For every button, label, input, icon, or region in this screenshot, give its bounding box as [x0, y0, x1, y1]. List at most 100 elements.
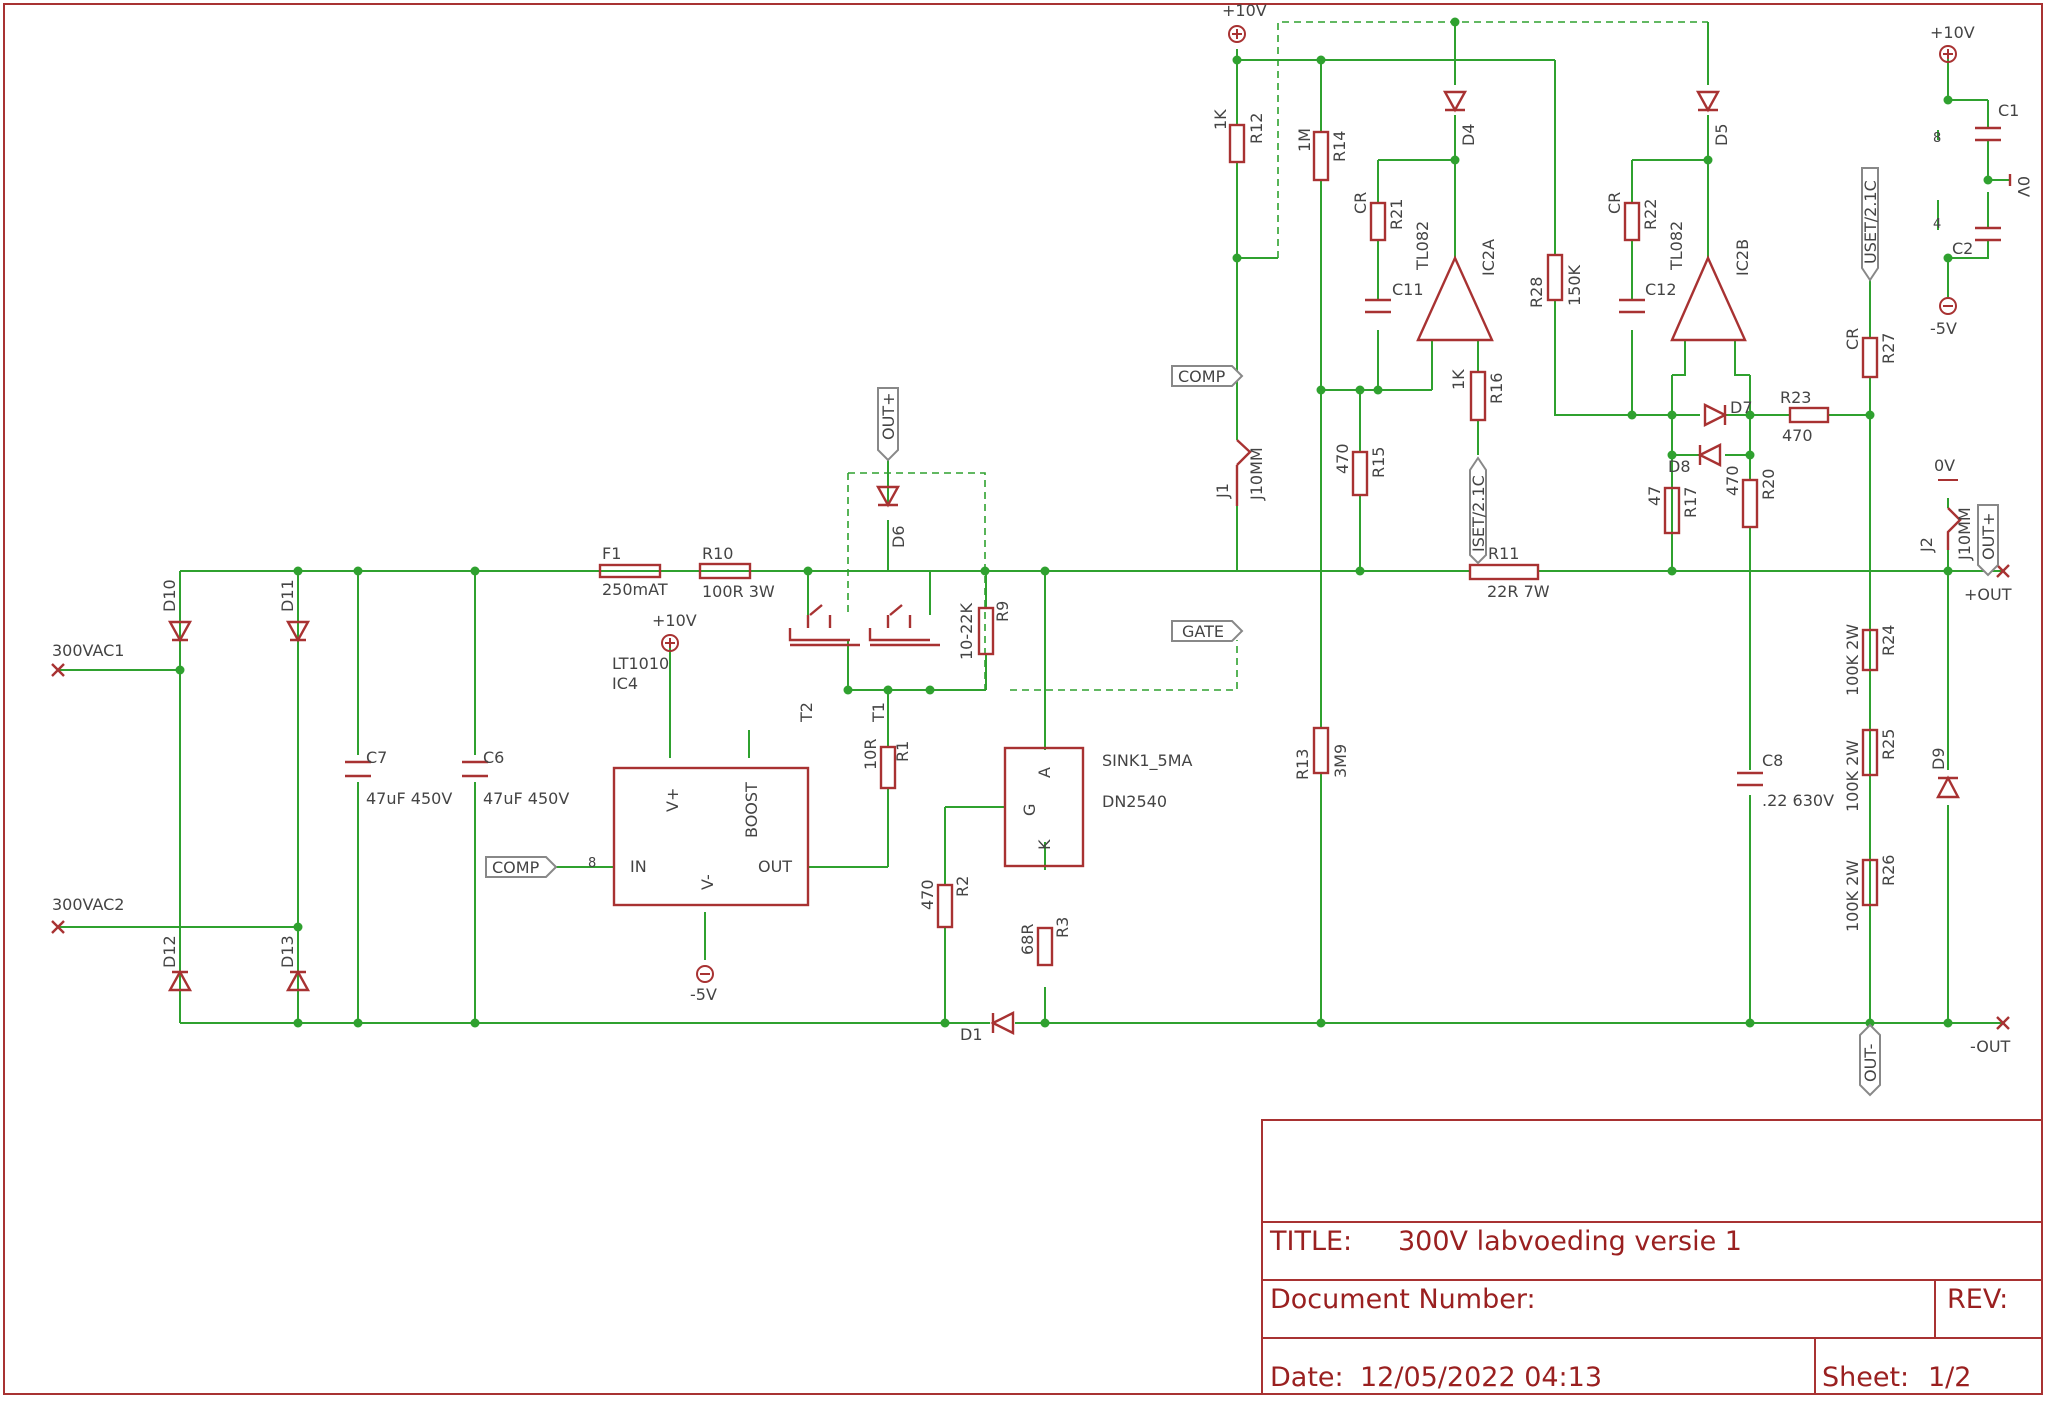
minus5v-right-icon: [1939, 297, 1957, 315]
sheet-value: 1/2: [1928, 1362, 1971, 1393]
label-r21: R21: [1387, 199, 1406, 230]
minus5v-ic4-icon: [696, 965, 714, 983]
label-j1: J1: [1213, 483, 1232, 499]
label-c7-value: 47uF 450V: [366, 789, 452, 808]
label-ic2a: IC2A: [1479, 239, 1498, 276]
label-r20: R20: [1759, 469, 1778, 500]
label-t1: T1: [869, 702, 888, 723]
label-dn2540: DN2540: [1102, 792, 1167, 811]
ic4-box: [612, 766, 810, 907]
label-f1-value: 250mAT: [602, 580, 668, 599]
label-plus10v-right: +10V: [1930, 23, 1975, 42]
label-c7: C7: [366, 748, 387, 767]
label-r23: R23: [1780, 388, 1811, 407]
label-minus-out: -OUT: [1970, 1037, 2011, 1056]
label-d9: D9: [1929, 748, 1948, 771]
flag-out-plus-top: OUT+: [879, 393, 898, 440]
label-in: IN: [630, 857, 647, 876]
label-plus10v-ic4: +10V: [652, 611, 697, 630]
label-r13: R13: [1293, 749, 1312, 780]
label-r28-value: 150K: [1565, 264, 1584, 306]
label-t2: T2: [797, 702, 816, 723]
label-d8: D8: [1668, 457, 1691, 476]
label-d13: D13: [278, 935, 297, 968]
label-minus5v-ic4: -5V: [690, 985, 717, 1004]
label-r28: R28: [1527, 277, 1546, 308]
label-plus-out: +OUT: [1964, 585, 2012, 604]
label-r22-value: CR: [1605, 192, 1624, 214]
document-number-label: Document Number:: [1270, 1284, 1536, 1315]
d13-diode-icon: [285, 969, 311, 992]
label-r26: R26: [1879, 855, 1898, 886]
label-supply-pin4: 4: [1933, 217, 1941, 232]
label-ic2b: IC2B: [1733, 239, 1752, 276]
label-r24-value: 100K 2W: [1843, 624, 1862, 696]
label-r17: R17: [1681, 487, 1700, 518]
label-c2: C2: [1952, 239, 1973, 258]
plus10v-right-icon: [1939, 45, 1957, 63]
label-ic4-pin8: 8: [588, 856, 596, 871]
components: [51, 90, 2012, 1035]
label-c8: C8: [1762, 751, 1783, 770]
label-r10-value: 100R 3W: [702, 582, 775, 601]
flag-comp-mid: COMP: [1178, 367, 1226, 386]
label-c8-value: .22 630V: [1762, 791, 1834, 810]
label-c12: C12: [1645, 280, 1677, 299]
label-r15-value: 470: [1333, 443, 1352, 474]
flag-comp-left: COMP: [492, 858, 540, 877]
label-r2-value: 470: [918, 879, 937, 910]
label-c6: C6: [483, 748, 504, 767]
label-vminus: V-: [698, 874, 717, 890]
label-r9: R9: [993, 601, 1012, 622]
label-plus10v-top: +10V: [1222, 1, 1267, 20]
date-value: 12/05/2022 04:13: [1360, 1362, 1602, 1393]
flag-gate: GATE: [1182, 622, 1224, 641]
label-d12: D12: [160, 935, 179, 968]
label-tl082a: TL082: [1413, 221, 1432, 271]
label-d1: D1: [960, 1025, 983, 1044]
label-r14-value: 1M: [1295, 128, 1314, 152]
label-r1-value: 10R: [861, 739, 880, 770]
ic2b-opamp-icon: [1670, 255, 1747, 342]
label-j1-value: J10MM: [1247, 447, 1266, 501]
label-j2: J2: [1917, 537, 1936, 553]
net-flags: [485, 167, 1999, 1097]
label-pin-g: G: [1020, 804, 1039, 816]
flag-out-plus-right: OUT+: [1979, 513, 1998, 560]
label-pin-a: A: [1035, 767, 1054, 778]
label-r26-value: 100K 2W: [1843, 860, 1862, 932]
label-r12: R12: [1247, 113, 1266, 144]
sheet-frame: [3, 3, 2043, 1395]
label-r3-value: 68R: [1018, 924, 1037, 955]
junctions: [175, 17, 1993, 1028]
sheet-label: Sheet:: [1822, 1362, 1909, 1393]
label-r22: R22: [1641, 199, 1660, 230]
flag-iset: ISET/2.1C: [1469, 475, 1488, 552]
label-ic4: IC4: [612, 674, 638, 693]
d11-diode-icon: [285, 620, 311, 643]
label-r2: R2: [953, 876, 972, 897]
label-r15: R15: [1369, 447, 1388, 478]
dn2540-box: [1003, 746, 1085, 868]
label-d6: D6: [889, 526, 908, 549]
label-c6-value: 47uF 450V: [483, 789, 569, 808]
label-supply-pin8: 8: [1933, 131, 1941, 146]
f1-fuse-icon: [598, 563, 662, 579]
label-r3: R3: [1053, 917, 1072, 938]
label-r21-value: CR: [1351, 192, 1370, 214]
date-label: Date:: [1270, 1362, 1344, 1393]
label-d7: D7: [1730, 398, 1753, 417]
label-r17-value: 47: [1645, 486, 1664, 506]
label-tl082b: TL082: [1667, 221, 1686, 271]
label-0v-j2: 0V: [1934, 456, 1955, 475]
flag-labels: COMP COMP GATE OUT+ ISET/2.1C USET/2.1C …: [492, 180, 1998, 1082]
label-d5: D5: [1712, 124, 1731, 147]
title-value: 300V labvoeding versie 1: [1398, 1226, 1742, 1257]
label-out: OUT: [758, 857, 792, 876]
label-d10: D10: [160, 579, 179, 612]
label-r13-value: 3M9: [1331, 744, 1350, 778]
wires: [58, 22, 2010, 1024]
label-300vac2: 300VAC2: [52, 895, 124, 914]
supply-symbols: [661, 25, 1958, 983]
